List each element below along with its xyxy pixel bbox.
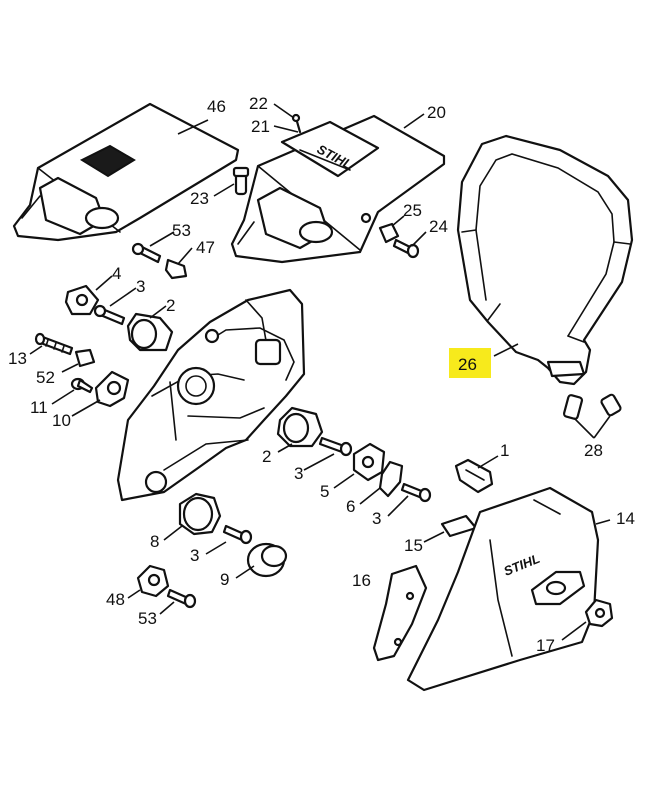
- callout-2-upper: 2: [166, 296, 175, 315]
- callout-16: 16: [352, 571, 371, 590]
- washer-25: [378, 222, 400, 244]
- callout-3-lower-b: 3: [372, 509, 381, 528]
- callout-26: 26: [458, 355, 477, 374]
- buffer-8: [178, 492, 222, 536]
- callout-11: 11: [30, 398, 48, 417]
- callout-1: 1: [500, 441, 509, 460]
- crankcase-housing: [116, 288, 306, 502]
- callout-48: 48: [106, 590, 125, 609]
- callout-21: 21: [251, 117, 270, 136]
- callout-53-top: 53: [172, 221, 191, 240]
- callout-28: 28: [584, 441, 603, 460]
- screw-23: [232, 166, 250, 196]
- callout-46: 46: [207, 97, 226, 116]
- slide-15: [440, 514, 478, 538]
- screw-3-bottom: [222, 524, 253, 545]
- screw-53-top: [131, 242, 162, 264]
- callout-6: 6: [346, 497, 355, 516]
- screw-3-lower-a: [318, 436, 353, 457]
- callout-15: 15: [404, 536, 423, 555]
- callout-52: 52: [36, 368, 55, 387]
- screw-24: [392, 238, 420, 259]
- screw-3-lower-b: [400, 482, 432, 503]
- top-cover-20: STIHL: [230, 114, 446, 264]
- front-handle-26: [456, 134, 634, 386]
- spring-plate-5: [352, 442, 386, 482]
- screws-28: [562, 393, 622, 420]
- rubber-buffer-2-lower: [276, 406, 324, 448]
- screw-53-bottom: [166, 588, 197, 609]
- top-cover-46: [12, 102, 240, 242]
- callout-13: 13: [8, 349, 27, 368]
- callout-labels: 46 22 21 20 23 25 24 53 47 4 3 2 13 52 1…: [8, 94, 635, 655]
- callout-20: 20: [427, 103, 446, 122]
- bolt-13: [34, 332, 74, 356]
- nut-17: [584, 598, 614, 628]
- callout-9: 9: [220, 570, 229, 589]
- callout-47: 47: [196, 238, 215, 257]
- leader-lines: [29, 103, 611, 641]
- guide-plate-16: [372, 564, 428, 662]
- screw-11: [70, 377, 94, 394]
- callout-4: 4: [112, 264, 121, 283]
- stud-1: [454, 458, 494, 494]
- callout-22: 22: [249, 94, 268, 113]
- callout-3-lower-a: 3: [294, 464, 303, 483]
- callout-5: 5: [320, 482, 329, 501]
- rubber-buffer-2-upper: [126, 312, 174, 352]
- screw-3-upper: [93, 304, 126, 326]
- screw-22: [291, 113, 302, 134]
- plug-9: [246, 542, 288, 578]
- bushing-47: [164, 258, 188, 280]
- callout-2-lower: 2: [262, 447, 271, 466]
- buffer-4: [64, 284, 100, 316]
- highlight-box-26: [449, 348, 491, 378]
- callout-17: 17: [536, 636, 555, 655]
- callout-53-bottom: 53: [138, 609, 157, 628]
- callout-25: 25: [403, 201, 422, 220]
- clip-52: [74, 348, 96, 368]
- callout-8: 8: [150, 532, 159, 551]
- sprocket-cover-14: STIHL: [406, 486, 600, 692]
- bracket-48: [136, 564, 170, 598]
- callout-3-bottom: 3: [190, 546, 199, 565]
- callout-24: 24: [429, 217, 448, 236]
- bracket-10: [94, 370, 130, 408]
- callout-3-upper: 3: [136, 277, 145, 296]
- callout-14: 14: [616, 509, 635, 528]
- callout-23: 23: [190, 189, 209, 208]
- callout-10: 10: [52, 411, 71, 430]
